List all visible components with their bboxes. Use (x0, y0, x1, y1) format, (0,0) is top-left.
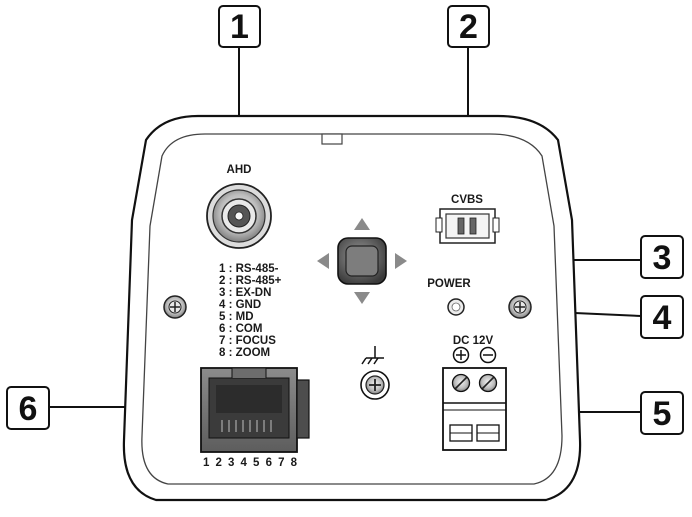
callout-2: 2 (447, 5, 490, 48)
pin-legend-item: 2 : RS-485+ (219, 275, 282, 287)
callout-5: 5 (640, 391, 684, 435)
pin-legend-item: 7 : FOCUS (219, 335, 276, 347)
pin-legend-item: 5 : MD (219, 311, 254, 323)
arrow-down-icon[interactable] (354, 292, 370, 304)
pin-legend-item: 1 : RS-485- (219, 263, 279, 275)
dc-12v-label: DC 12V (453, 335, 494, 347)
screw-right-icon (508, 295, 532, 319)
callout-number: 3 (653, 239, 672, 277)
pin-legend-item: 6 : COM (219, 323, 262, 335)
callout-6: 6 (6, 386, 50, 430)
top-notch (321, 133, 343, 145)
osd-joystick[interactable] (337, 237, 387, 285)
callout-number: 1 (230, 8, 249, 46)
power-label: POWER (427, 278, 471, 290)
dc-12v-terminal-block[interactable] (442, 367, 507, 451)
pin-legend-item: 4 : GND (219, 299, 261, 311)
pin-legend-item: 3 : EX-DN (219, 287, 271, 299)
callout-number: 6 (19, 390, 38, 428)
pin-legend-item: 8 : ZOOM (219, 347, 270, 359)
callout-number: 2 (459, 8, 478, 46)
callout-1: 1 (218, 5, 261, 48)
rj45-pin-numbers: 1 2 3 4 5 6 7 8 (203, 457, 298, 469)
dc-minus-icon (479, 346, 497, 364)
ground-icon (361, 346, 384, 365)
cvbs-connector[interactable] (435, 208, 500, 244)
callout-3: 3 (640, 235, 684, 279)
ahd-label: AHD (227, 164, 252, 176)
rj45-port[interactable] (200, 367, 310, 453)
arrow-left-icon[interactable] (317, 253, 329, 269)
callout-4: 4 (640, 295, 684, 339)
pin-legend: 1 : RS-485- 2 : RS-485+ 3 : EX-DN 4 : GN… (219, 263, 282, 359)
dc-plus-icon (452, 346, 470, 364)
arrow-right-icon[interactable] (395, 253, 407, 269)
cvbs-label: CVBS (451, 194, 483, 206)
callout-number: 5 (653, 395, 672, 433)
ground-screw-icon[interactable] (360, 370, 390, 400)
callout-number: 4 (653, 299, 672, 337)
ahd-bnc-connector[interactable] (206, 183, 272, 249)
arrow-up-icon[interactable] (354, 218, 370, 230)
power-led (447, 298, 465, 316)
screw-left-icon (163, 295, 187, 319)
